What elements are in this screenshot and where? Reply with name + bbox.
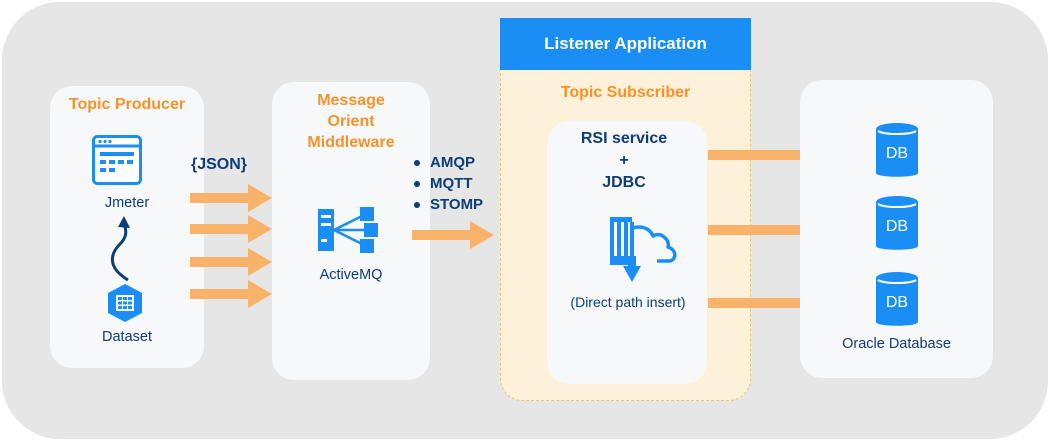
rsi-service-label: RSI service	[580, 130, 668, 147]
database-icon-1	[876, 123, 918, 177]
protocol-list: AMQP MQTT STOMP	[412, 152, 483, 215]
db-arrow-1	[708, 140, 846, 170]
direct-path-insert-icon	[610, 217, 677, 282]
jmeter-label: Jmeter	[104, 195, 150, 211]
topic-subscriber-title: Topic Subscriber	[560, 84, 691, 101]
producer-arrows	[190, 184, 272, 308]
middleware-to-listener-arrow	[412, 221, 494, 249]
direct-path-insert-label: (Direct path insert)	[570, 294, 686, 310]
db-label-1: DB	[885, 145, 909, 162]
activemq-label: ActiveMQ	[319, 267, 383, 283]
rsi-plus-label: +	[619, 152, 629, 169]
dataset-label: Dataset	[102, 329, 152, 345]
middleware-title-line-2: Orient	[327, 113, 375, 130]
browser-window-icon	[92, 135, 142, 185]
protocol-item-amqp: AMQP	[412, 152, 483, 173]
database-icon-3	[876, 272, 918, 326]
jdbc-label: JDBC	[602, 174, 646, 191]
json-arrow-4	[190, 280, 272, 308]
listener-to-db-arrows	[708, 140, 846, 318]
json-arrow-1	[190, 184, 272, 212]
json-arrow-2	[190, 215, 272, 243]
message-broker-icon	[318, 207, 378, 253]
json-label: {JSON}	[191, 156, 248, 173]
middleware-title-line-1: Message	[317, 92, 385, 109]
protocol-item-mqtt: MQTT	[412, 173, 483, 194]
db-arrow-2	[708, 215, 846, 245]
producer-title: Topic Producer	[68, 96, 186, 113]
database-icon-2	[876, 196, 918, 250]
json-arrow-3	[190, 248, 272, 276]
protocol-item-stomp: STOMP	[412, 194, 483, 215]
db-label-3: DB	[885, 294, 909, 311]
db-label-2: DB	[885, 218, 909, 235]
listener-application-header: Listener Application	[500, 18, 751, 70]
dataset-icon	[108, 284, 142, 322]
middleware-title-line-3: Middleware	[307, 134, 395, 151]
curved-arrow-icon	[110, 216, 130, 282]
oracle-database-label: Oracle Database	[842, 336, 951, 352]
db-arrow-3	[708, 288, 846, 318]
